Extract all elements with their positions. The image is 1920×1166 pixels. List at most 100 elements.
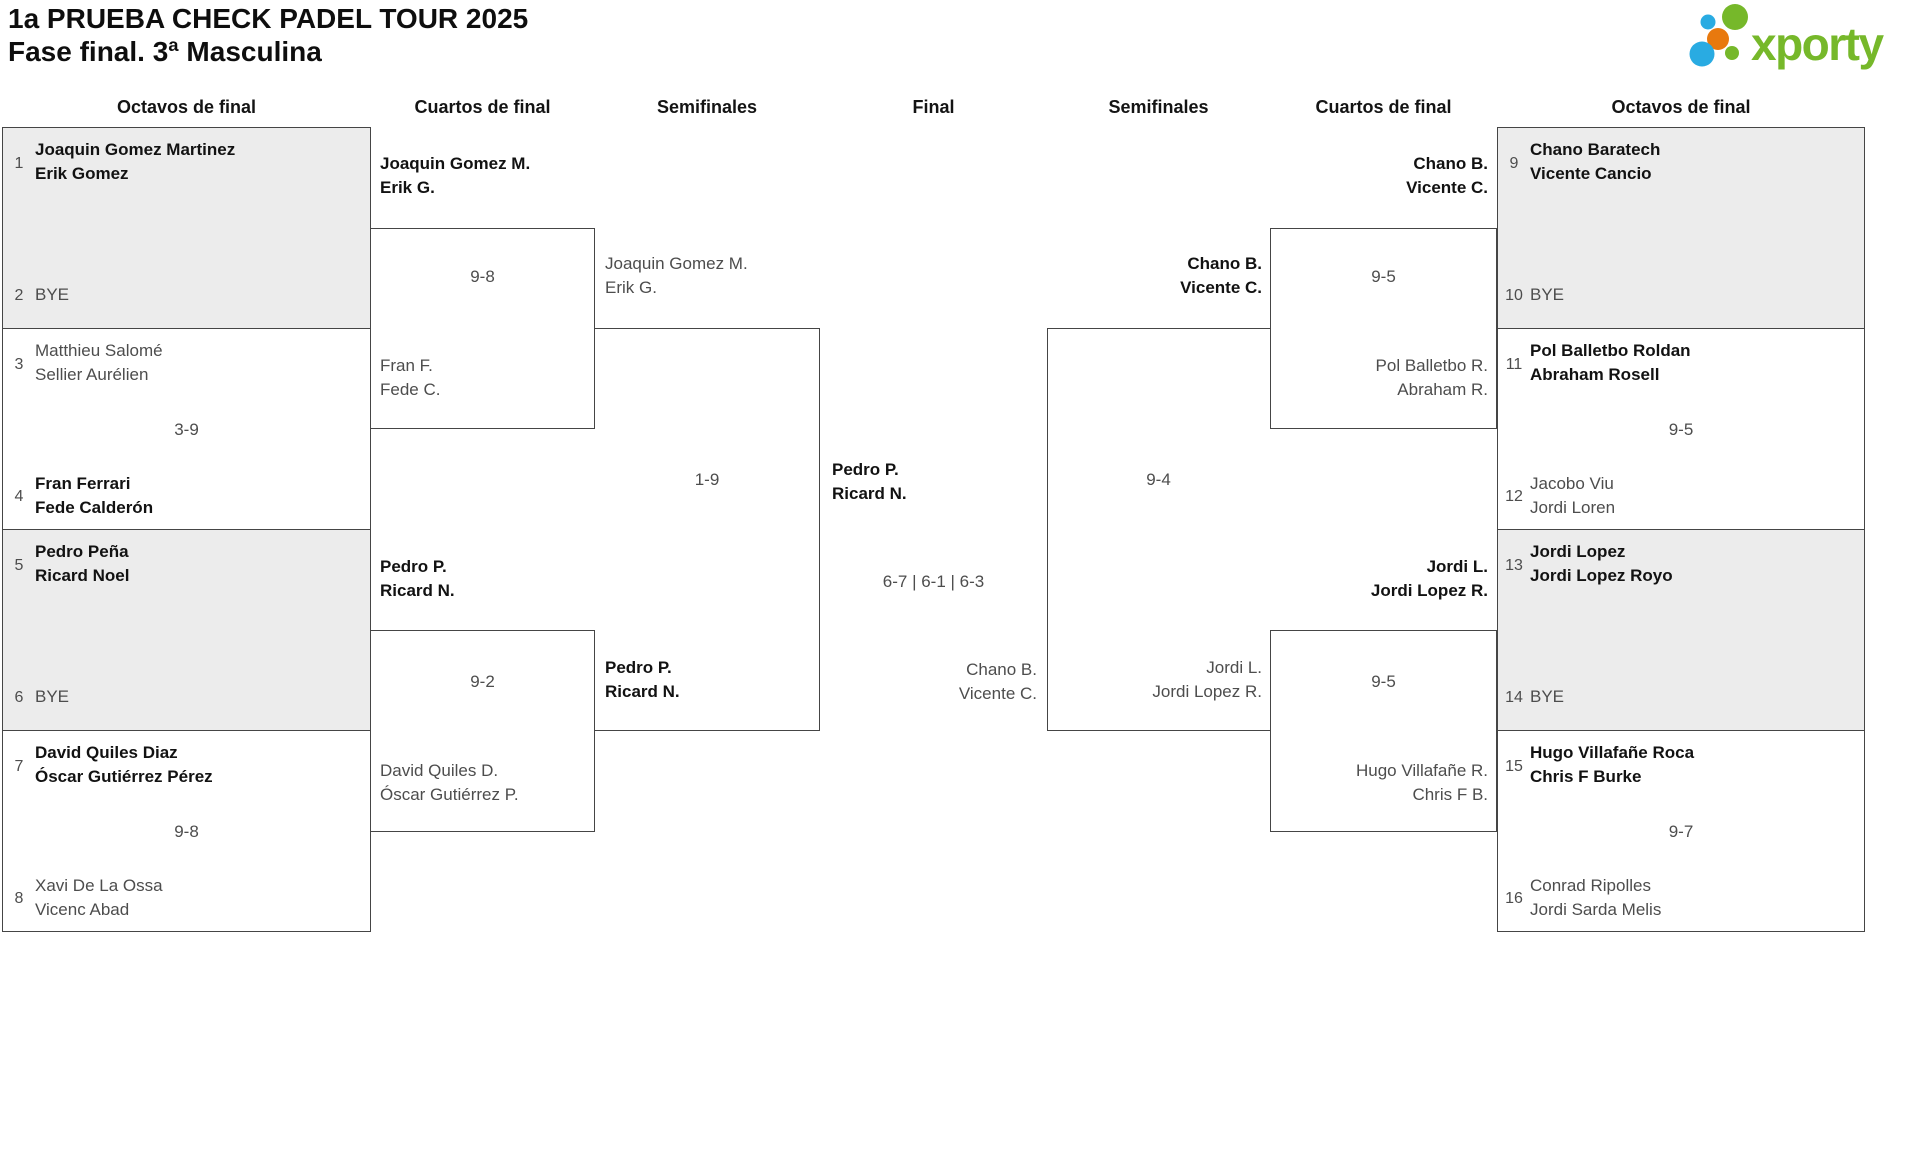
team-label: Chano B. Vicente C. [1180, 252, 1262, 300]
match-score: 9-5 [1668, 420, 1694, 439]
r16-match-box-13-14: 13 Jordi Lopez Jordi Lopez Royo 14 BYE [1497, 529, 1865, 731]
page-title: 1a PRUEBA CHECK PADEL TOUR 2025 [8, 3, 529, 34]
team-name-line: Pedro P. [380, 557, 447, 576]
team-label: Fran F. Fede C. [380, 354, 440, 402]
team-name-line: Ricard Noel [35, 566, 130, 585]
team-name-line: Pedro P. [832, 460, 899, 479]
team-name-line: Pol Balletbo Roldan [1530, 341, 1691, 360]
team-name-line: Óscar Gutiérrez P. [380, 785, 519, 804]
seed-number: 5 [14, 557, 24, 574]
seed-number: 16 [1505, 890, 1523, 907]
team-name-line: Abraham R. [1397, 380, 1488, 399]
team-name-line: Jacobo Viu [1530, 474, 1614, 493]
xporty-logo[interactable]: xporty [1668, 0, 1918, 80]
team-name-line: Ricard N. [380, 581, 455, 600]
qf-match-box-left-bottom [370, 630, 595, 832]
team-name-line: Pol Balletbo R. [1375, 356, 1488, 375]
team-name-line: Chano B. [1187, 254, 1262, 273]
seed-number: 1 [14, 155, 24, 172]
team-name-line: Fede Calderón [35, 498, 154, 517]
team-name-line: Fede C. [380, 380, 441, 399]
team-name: Xavi De La Ossa Vicenc Abad [35, 874, 163, 922]
team-name: BYE [1530, 283, 1564, 307]
round-header: Semifinales [1108, 97, 1209, 117]
team-name-line: BYE [1530, 687, 1565, 706]
team-name-line: Jordi Sarda Melis [1530, 900, 1662, 919]
team-name-line: Jordi Lopez Royo [1530, 566, 1673, 585]
team-name-line: Pedro Peña [35, 542, 129, 561]
seed-number: 10 [1505, 287, 1523, 304]
team-name-line: Conrad Ripolles [1530, 876, 1651, 895]
team-label: Hugo Villafañe R. Chris F B. [1356, 759, 1488, 807]
team-name-line: Hugo Villafañe Roca [1530, 743, 1695, 762]
match-score: 9-5 [1371, 672, 1396, 691]
team-name: Chano Baratech Vicente Cancio [1530, 138, 1660, 186]
r16-match-box-5-6: 5 Pedro Peña Ricard Noel 6 BYE [2, 529, 371, 731]
team-name-line: Hugo Villafañe R. [1356, 761, 1488, 780]
team-name-line: Jordi Lopez R. [1152, 682, 1262, 701]
team-name: Hugo Villafañe Roca Chris F Burke [1530, 741, 1694, 789]
seed-number: 6 [14, 689, 24, 706]
team-name: Jordi Lopez Jordi Lopez Royo [1530, 540, 1673, 588]
logo-wordmark: xporty [1751, 18, 1885, 70]
r16-match-box-1-2: 1 Joaquin Gomez Martinez Erik Gomez 2 BY… [2, 127, 371, 329]
team-name: Jacobo Viu Jordi Loren [1530, 472, 1615, 520]
r16-match-box-7-8: 7 David Quiles Diaz Óscar Gutiérrez Pére… [2, 730, 371, 932]
team-name-line: Erik G. [605, 278, 657, 297]
seed-number: 9 [1509, 155, 1519, 172]
team-name: Pedro Peña Ricard Noel [35, 540, 129, 588]
team-label: Joaquin Gomez M. Erik G. [605, 252, 748, 300]
team-name: Conrad Ripolles Jordi Sarda Melis [1530, 874, 1661, 922]
r16-match-box-9-10: 9 Chano Baratech Vicente Cancio 10 BYE [1497, 127, 1865, 329]
team-name-line: David Quiles Diaz [35, 743, 178, 762]
round-header: Octavos de final [116, 97, 257, 117]
team-label: Pedro P. Ricard N. [605, 656, 680, 704]
team-name-line: Chris F B. [1412, 785, 1488, 804]
team-name-line: Joaquin Gomez M. [605, 254, 748, 273]
team-name: BYE [35, 685, 69, 709]
team-name-line: Óscar Gutiérrez Pérez [35, 767, 213, 786]
team-name-line: Vicente C. [958, 684, 1037, 703]
team-name-line: Joaquin Gomez Martinez [35, 140, 236, 159]
team-name-line: Xavi De La Ossa [35, 876, 163, 895]
logo-dot-icon [1722, 4, 1748, 30]
seed-number: 11 [1505, 356, 1523, 373]
match-score: 6-7 | 6-1 | 6-3 [882, 572, 985, 591]
team-label: Pedro P. Ricard N. [832, 458, 907, 506]
team-name-line: Sellier Aurélien [35, 365, 149, 384]
team-name-line: Chris F Burke [1530, 767, 1642, 786]
team-name-line: Erik Gomez [35, 164, 129, 183]
team-name-line: Chano Baratech [1530, 140, 1661, 159]
seed-number: 12 [1505, 488, 1523, 505]
team-label: Pedro P. Ricard N. [380, 555, 455, 603]
team-label: Chano B. Vicente C. [1406, 152, 1488, 200]
team-name: BYE [35, 283, 69, 307]
team-name-line: Vicente C. [1406, 178, 1488, 197]
logo-dot-icon [1725, 46, 1739, 60]
team-name-line: Jordi L. [1426, 557, 1488, 576]
team-label: Jordi L. Jordi Lopez R. [1371, 555, 1488, 603]
team-label: Chano B. Vicente C. [959, 658, 1037, 706]
logo-dot-icon [1700, 14, 1716, 30]
team-label: Pol Balletbo R. Abraham R. [1376, 354, 1488, 402]
team-name-line: Ricard N. [832, 484, 907, 503]
team-name-line: Ricard N. [605, 682, 680, 701]
team-name-line: BYE [35, 687, 70, 706]
seed-number: 3 [14, 356, 24, 373]
sf-match-box-right [1047, 328, 1270, 731]
team-name: BYE [1530, 685, 1564, 709]
seed-number: 15 [1505, 758, 1523, 775]
team-name-line: Matthieu Salomé [35, 341, 163, 360]
team-name-line: Chano B. [966, 660, 1037, 679]
team-label: David Quiles D. Óscar Gutiérrez P. [380, 759, 519, 807]
team-name-line: David Quiles D. [380, 761, 499, 780]
team-name: Joaquin Gomez Martinez Erik Gomez [35, 138, 235, 186]
team-name-line: Jordi Lopez [1530, 542, 1626, 561]
match-score: 9-8 [174, 822, 199, 841]
seed-number: 13 [1505, 557, 1523, 574]
logo-dot-icon [1707, 28, 1729, 50]
seed-number: 8 [14, 890, 24, 907]
match-score: 9-7 [1668, 822, 1694, 841]
qf-match-box-right-bottom [1270, 630, 1497, 832]
team-name-line: BYE [1530, 285, 1565, 304]
